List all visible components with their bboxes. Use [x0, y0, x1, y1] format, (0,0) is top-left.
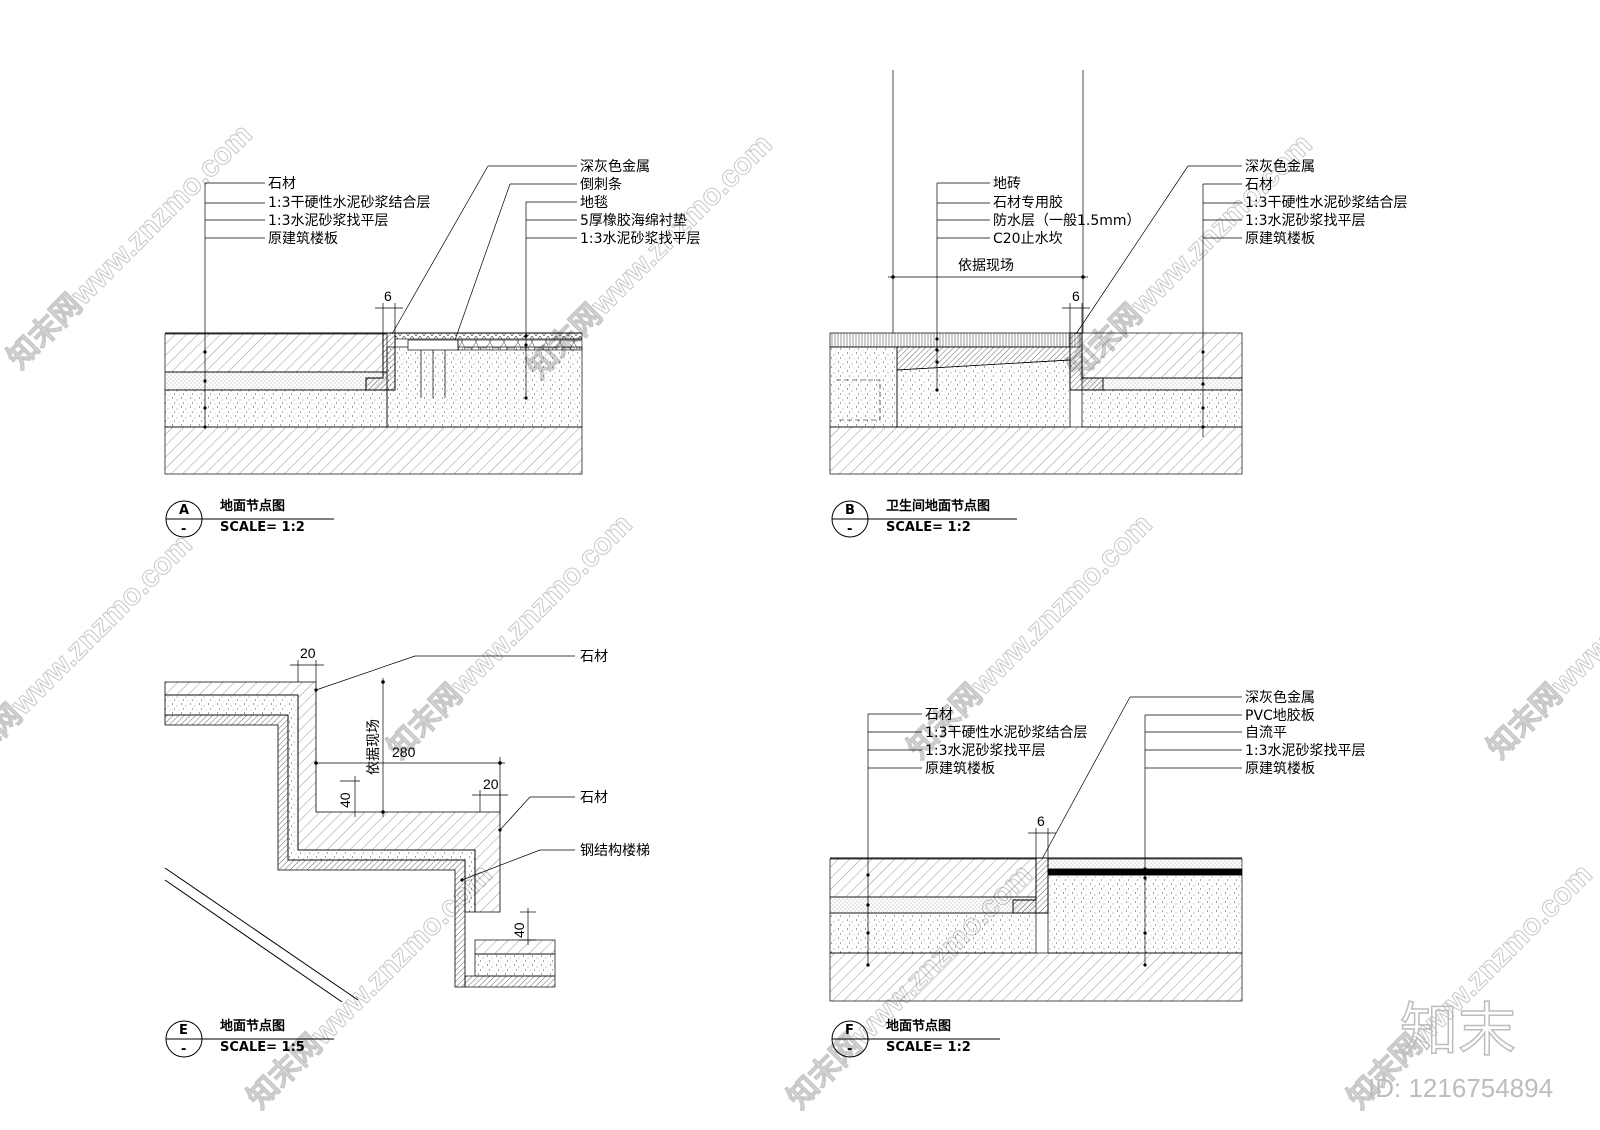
callout-f-id: F [845, 1023, 854, 1038]
scale-e: SCALE= 1:5 [220, 1040, 305, 1055]
label-b-right-1: 石材 [1245, 177, 1273, 193]
label-b-right-3: 1:3水泥砂浆找平层 [1245, 213, 1366, 229]
watermark-text: 知末网www.znzmo.com [1482, 508, 1600, 765]
label-e-stone-1: 石材 [580, 649, 608, 665]
label-f-right-0: 深灰色金属 [1245, 689, 1315, 706]
title-b: 卫生间地面节点图 [886, 498, 990, 514]
callout-e-sub: - [181, 1042, 186, 1057]
dim-a-6: 6 [384, 288, 392, 304]
detail-a: 石材 1:3干硬性水泥砂浆结合层 1:3水泥砂浆找平层 原建筑楼板 深灰色金属 … [164, 158, 701, 538]
label-f-left-3: 原建筑楼板 [925, 761, 995, 777]
title-f: 地面节点图 [886, 1018, 951, 1034]
callout-b-id: B [845, 503, 855, 518]
watermark-text: 知末网www.znzmo.com [0, 528, 199, 785]
dim-e-20a: 20 [300, 645, 316, 661]
label-f-left-2: 1:3水泥砂浆找平层 [925, 743, 1046, 759]
scale-a: SCALE= 1:2 [220, 520, 305, 535]
label-a-right-1: 倒刺条 [580, 176, 622, 193]
label-b-right-2: 1:3干硬性水泥砂浆结合层 [1245, 195, 1408, 211]
callout-e-id: E [179, 1023, 188, 1038]
label-f-right-4: 原建筑楼板 [1245, 761, 1315, 777]
title-e: 地面节点图 [220, 1018, 285, 1034]
label-e-stone-2: 石材 [580, 790, 608, 806]
label-a-left-0: 石材 [268, 176, 296, 192]
label-b-left-1: 石材专用胶 [993, 194, 1063, 211]
dim-e-20b: 20 [483, 776, 499, 792]
watermark-logo: 知末 [1400, 996, 1516, 1064]
watermark-layer: 知末网www.znzmo.com 知末网www.znzmo.com 知末网www… [0, 117, 1600, 1115]
title-a: 地面节点图 [220, 498, 285, 514]
callout-f-sub: - [847, 1042, 852, 1057]
label-f-left-0: 石材 [925, 707, 953, 723]
label-e-steel: 钢结构楼梯 [580, 843, 650, 859]
callout-a-sub: - [181, 522, 186, 537]
callout-b-sub: - [847, 522, 852, 537]
dim-f-6: 6 [1037, 813, 1045, 829]
label-f-right-1: PVC地胶板 [1245, 707, 1315, 724]
label-a-right-0: 深灰色金属 [580, 158, 650, 175]
detail-e: 石材 石材 钢结构楼梯 20 280 依据现场 40 20 [164, 645, 650, 1058]
dim-b-6: 6 [1072, 288, 1080, 304]
watermark-id: ID: 1216754894 [1368, 1073, 1553, 1103]
label-a-left-2: 1:3水泥砂浆找平层 [268, 213, 389, 229]
label-b-right-4: 原建筑楼板 [1245, 231, 1315, 247]
label-f-right-2: 自流平 [1245, 725, 1287, 741]
label-f-left-1: 1:3干硬性水泥砂浆结合层 [925, 725, 1088, 741]
scale-b: SCALE= 1:2 [886, 520, 971, 535]
label-b-left-3: C20止水坎 [993, 231, 1063, 247]
label-a-left-1: 1:3干硬性水泥砂浆结合层 [268, 195, 431, 211]
dim-e-280: 280 [392, 744, 416, 760]
callout-a-id: A [179, 503, 189, 518]
label-a-left-3: 原建筑楼板 [268, 231, 338, 247]
dim-b-site: 依据现场 [958, 258, 1014, 274]
label-a-right-4: 1:3水泥砂浆找平层 [580, 231, 701, 247]
dim-e-40a: 40 [337, 792, 353, 808]
watermark-text: 知末网www.znzmo.com [382, 508, 639, 765]
label-b-right-0: 深灰色金属 [1245, 158, 1315, 175]
dim-e-40b: 40 [511, 922, 527, 938]
label-b-left-0: 地砖 [993, 176, 1021, 192]
detail-b: 地砖 石材专用胶 防水层（一般1.5mm） C20止水坎 依据现场 深灰色金属 … [829, 70, 1408, 538]
label-a-right-2: 地毯 [580, 195, 608, 211]
dim-e-site: 依据现场 [366, 719, 382, 775]
label-b-left-2: 防水层（一般1.5mm） [993, 213, 1141, 229]
label-f-right-3: 1:3水泥砂浆找平层 [1245, 743, 1366, 759]
detail-f: 石材 1:3干硬性水泥砂浆结合层 1:3水泥砂浆找平层 原建筑楼板 深灰色金属 … [829, 689, 1366, 1058]
label-a-right-3: 5厚橡胶海绵衬垫 [580, 212, 687, 229]
scale-f: SCALE= 1:2 [886, 1040, 971, 1055]
